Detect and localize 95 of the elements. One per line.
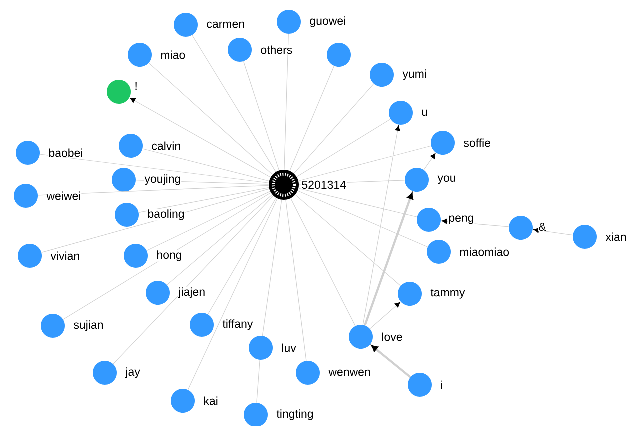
connector-line [290,66,335,172]
node-circle [398,282,422,306]
node-label: & [538,222,547,232]
node-circle [128,43,152,67]
node-circle [190,313,214,337]
node-label: ! [134,82,138,90]
arrow [130,98,272,178]
node-label: luv [281,343,297,353]
node-circle [277,10,301,34]
node-label: yumi [402,69,428,81]
node-label: tingting [276,409,314,421]
node-circle [573,225,597,249]
node-circle [115,203,139,227]
node-label: hong [156,250,183,262]
node-label: calvin [151,141,182,151]
node-circle [14,184,38,208]
connector-line [192,35,276,172]
node-label: sujian [73,320,104,332]
connector-line [148,62,274,176]
node-label: tiffany [222,319,254,331]
connector-line [296,119,391,178]
connector-line [256,360,260,404]
connector-line [63,192,272,320]
connector-line [113,196,274,364]
node-circle [107,80,131,104]
node-circle [41,314,65,338]
node-label: miao [160,50,186,60]
node-circle [296,361,320,385]
node-label: weiwei [46,191,82,201]
node-circle [427,240,451,264]
node-circle [431,131,455,155]
arrow [424,153,436,170]
node-label: carmen [206,21,246,29]
node-circle [389,101,413,125]
node-circle [146,281,170,305]
connector-line [294,84,374,174]
node-label: i [440,380,444,390]
arrow [534,228,574,236]
connector-line [208,198,277,315]
node-circle [171,389,195,413]
hub-circle [269,170,299,200]
node-label: baoling [147,209,186,221]
connector-line [290,198,356,326]
arrow [362,126,400,326]
node-label: tammy [430,288,466,300]
connector-line [298,146,432,182]
node-label: you [437,175,457,185]
connector-line [286,200,307,362]
connector-line [298,190,428,248]
node-circle [417,208,441,232]
node-label: xian [605,232,628,242]
node-label: u [421,109,429,117]
node-circle [228,38,252,62]
connector-line [262,200,282,336]
connector-line [298,188,418,218]
node-circle [93,361,117,385]
node-circle [18,244,42,268]
connector-line [142,148,270,182]
node-circle [249,336,273,360]
node-label: youjing [144,174,182,186]
node-label: wenwen [328,369,372,377]
connector-line [40,154,270,184]
node-label: miaomiao [459,247,510,257]
node-label: 5201314 [301,180,347,190]
node-circle [16,141,40,165]
connector-line [243,61,280,171]
arrow [370,302,400,330]
node-circle [112,168,136,192]
connector-line [138,188,270,214]
node-label: soffie [463,138,492,148]
node-circle [119,134,143,158]
node-circle [408,373,432,397]
node-circle [124,244,148,268]
node-label: others [260,45,294,55]
node-label: peng [448,215,475,225]
node-circle [327,43,351,67]
node-circle [174,13,198,37]
node-label: guowei [309,16,347,28]
node-circle [349,325,373,349]
connector-line [284,34,289,170]
node-label: kai [203,396,219,406]
connector-line [166,194,273,286]
node-label: jiajen [178,287,206,299]
node-label: baobei [48,148,84,158]
node-label: jay [125,367,141,379]
node-circle [509,216,533,240]
arrow [372,346,412,378]
arrow [364,193,414,326]
node-label: love [381,332,404,342]
node-circle [370,63,394,87]
node-circle [405,168,429,192]
connector-line [188,198,278,390]
node-label: vivian [50,251,81,261]
connector-line [295,194,402,286]
connector-line [146,191,271,252]
